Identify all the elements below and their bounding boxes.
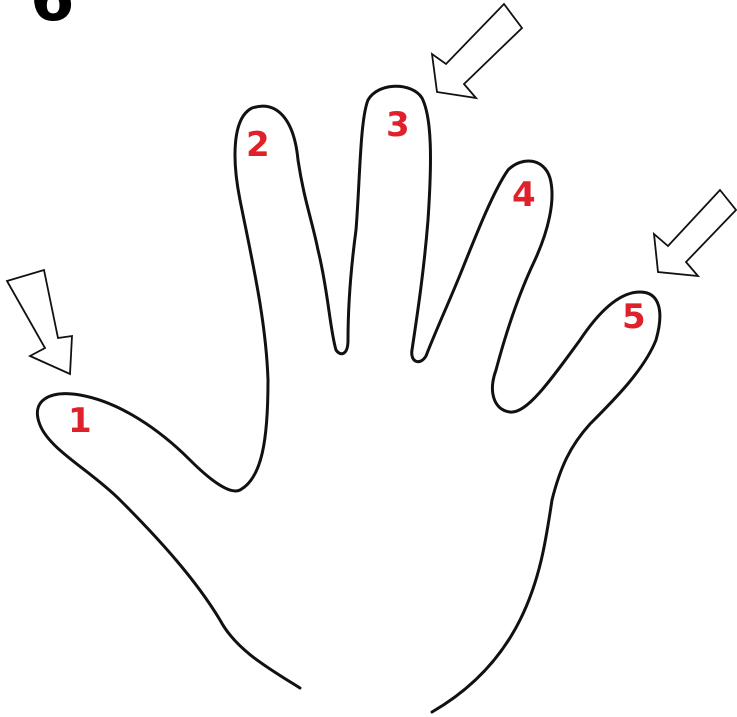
finger-number-1: 1 [68, 401, 92, 441]
finger-number-4: 4 [512, 175, 536, 215]
hand-outline [37, 86, 659, 712]
arrow-finger-1-icon [7, 270, 72, 374]
finger-number-3: 3 [386, 105, 410, 145]
arrow-finger-5-icon [654, 190, 736, 276]
finger-number-2: 2 [246, 125, 270, 165]
corner-label: 6 [30, 0, 75, 36]
arrow-finger-3-icon [432, 4, 522, 98]
finger-number-5: 5 [622, 297, 646, 337]
